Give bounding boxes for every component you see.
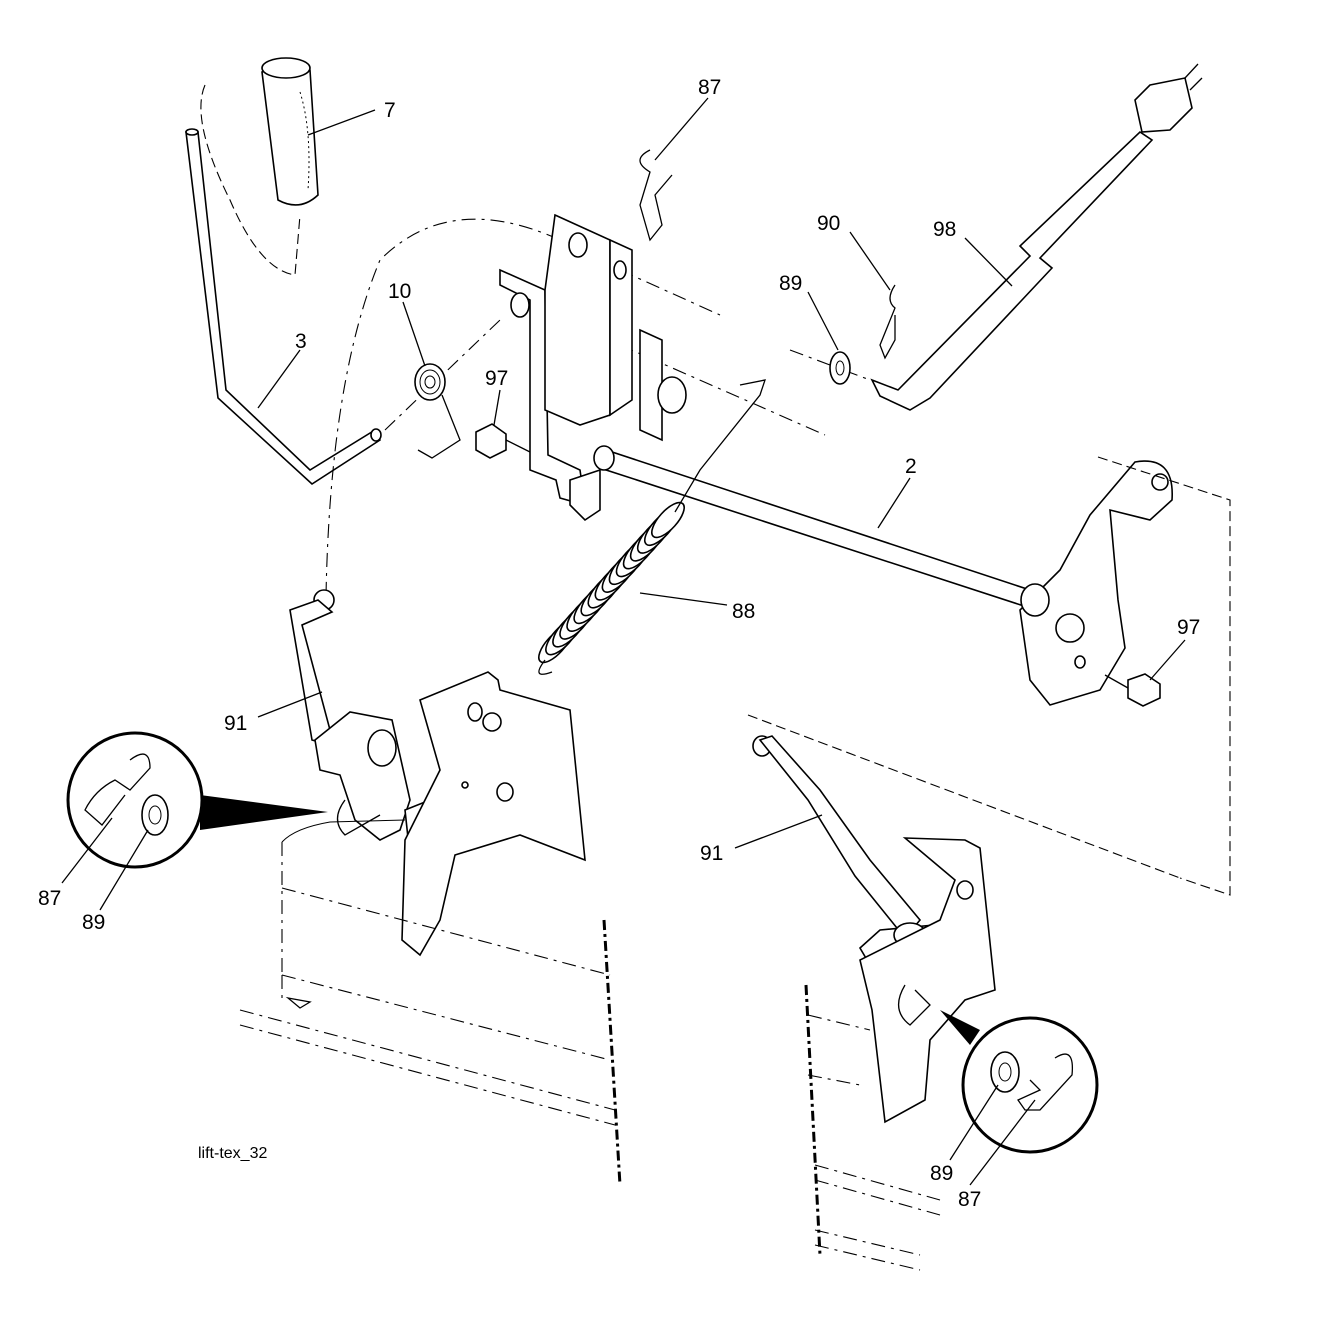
callout-89-detail-left: 89 xyxy=(82,911,105,934)
leader-dashed-handle xyxy=(325,218,561,597)
deck-right xyxy=(747,714,1181,1271)
callout-87-top: 87 xyxy=(698,76,721,99)
callout-3: 3 xyxy=(295,330,307,353)
spring-hook xyxy=(538,379,766,675)
callout-91-right: 91 xyxy=(700,842,723,865)
callout-91-left: 91 xyxy=(224,712,247,735)
callout-88: 88 xyxy=(732,600,755,623)
callout-labels: 7 87 90 98 89 10 3 97 2 97 88 91 91 87 8… xyxy=(38,76,1200,1211)
part-10-torsion-spring xyxy=(414,363,461,459)
callout-98: 98 xyxy=(933,218,956,241)
detail-circle-left xyxy=(66,731,328,869)
part-91-link-left xyxy=(289,589,441,841)
callout-87-detail-right: 87 xyxy=(958,1188,981,1211)
detail-circle-right xyxy=(940,1010,1099,1154)
part-97-bolt-left xyxy=(475,423,531,459)
spring-coil xyxy=(651,501,685,539)
mount-plate-left xyxy=(401,671,586,957)
part-91-link-right xyxy=(752,735,996,1124)
part-2-lift-shaft xyxy=(593,445,1173,706)
leader-lines xyxy=(61,97,1186,1186)
leader-dashed-bracket xyxy=(619,269,721,316)
diagram-id-caption: lift-tex_32 xyxy=(198,1145,267,1162)
part-97-bolt-right xyxy=(1104,673,1161,707)
deck-left xyxy=(239,819,622,1186)
callout-97-right: 97 xyxy=(1177,616,1200,639)
part-98-adjustment-rod xyxy=(870,63,1203,411)
part-90-clip xyxy=(879,284,896,360)
part-3-handle-rod xyxy=(185,128,382,486)
part-88-spring xyxy=(538,379,766,675)
callout-90: 90 xyxy=(817,212,840,235)
callout-7: 7 xyxy=(384,99,396,122)
callout-2: 2 xyxy=(905,455,917,478)
frame-outline-right xyxy=(1097,456,1231,896)
callout-89-top: 89 xyxy=(779,272,802,295)
callout-89-detail-right: 89 xyxy=(930,1162,953,1185)
part-7-grip xyxy=(200,57,319,276)
part-87-clip-top xyxy=(639,149,673,242)
callout-97-left: 97 xyxy=(485,367,508,390)
part-89-washer-top xyxy=(829,351,851,385)
callout-87-detail-left: 87 xyxy=(38,887,61,910)
callout-10: 10 xyxy=(388,280,411,303)
mounting-bracket xyxy=(499,213,687,522)
